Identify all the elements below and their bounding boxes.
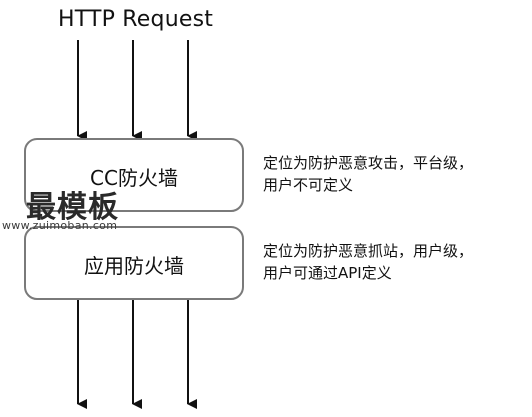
cc-firewall-label: CC防火墙 bbox=[90, 165, 178, 190]
cc-firewall-note: 定位为防护恶意攻击，平台级， 用户不可定义 bbox=[263, 152, 525, 196]
app-note-line-1: 定位为防护恶意抓站，用户级， bbox=[263, 242, 474, 260]
cc-note-line-2: 用户不可定义 bbox=[263, 176, 354, 194]
watermark-url: www.zuimoban.com bbox=[2, 219, 118, 232]
app-firewall-label: 应用防火墙 bbox=[84, 253, 184, 278]
cc-note-line-1: 定位为防护恶意攻击，平台级， bbox=[263, 154, 474, 172]
cc-firewall-box: CC防火墙 bbox=[24, 138, 244, 212]
watermark-logo: 最模板 bbox=[26, 190, 119, 225]
app-note-line-2: 用户可通过API定义 bbox=[263, 264, 392, 282]
http-request-label: HTTP Request bbox=[58, 7, 214, 32]
app-firewall-box: 应用防火墙 bbox=[24, 226, 244, 300]
app-firewall-note: 定位为防护恶意抓站，用户级， 用户可通过API定义 bbox=[263, 240, 525, 284]
